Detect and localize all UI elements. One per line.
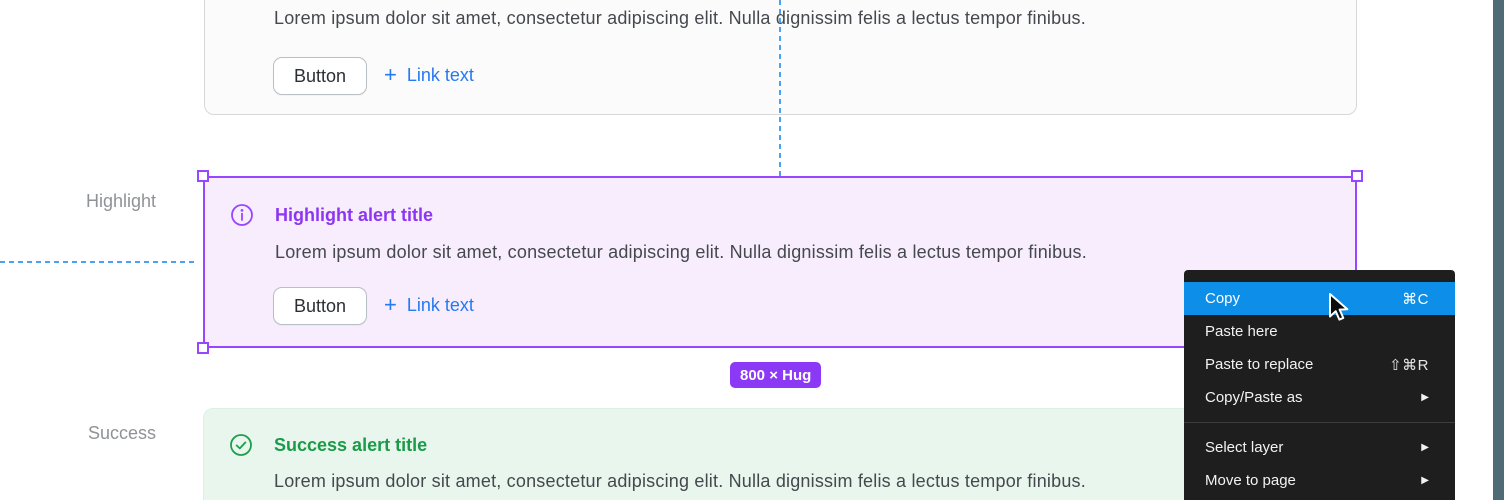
menu-item-copy-paste-as[interactable]: Copy/Paste as ▶ — [1184, 381, 1455, 414]
highlight-alert-body: Lorem ipsum dolor sit amet, consectetur … — [275, 242, 1087, 262]
selection-handle-top-left[interactable] — [197, 170, 209, 182]
default-alert-link[interactable]: + Link text — [384, 64, 474, 86]
success-alert-body: Lorem ipsum dolor sit amet, consectetur … — [274, 471, 1086, 491]
default-alert-button[interactable]: Button — [273, 57, 368, 95]
menu-item-label: Select layer — [1205, 439, 1284, 456]
menu-item-paste-to-replace[interactable]: Paste to replace ⇧⌘R — [1184, 348, 1455, 381]
check-circle-icon — [230, 434, 252, 456]
row-label-success: Success — [87, 423, 156, 443]
plus-icon: + — [384, 62, 397, 87]
submenu-arrow-icon: ▶ — [1421, 392, 1429, 403]
selection-handle-top-right[interactable] — [1351, 170, 1363, 182]
success-alert-card[interactable]: Success alert title Lorem ipsum dolor si… — [203, 408, 1357, 500]
link-text-label: Link text — [406, 64, 474, 85]
selection-handle-bottom-left[interactable] — [197, 342, 209, 354]
highlight-alert-link[interactable]: + Link text — [384, 294, 474, 316]
menu-item-label: Move to page — [1205, 472, 1296, 489]
right-edge-panel — [1493, 0, 1504, 500]
menu-item-move-to-page[interactable]: Move to page ▶ — [1184, 464, 1455, 497]
menu-item-label: Paste here — [1205, 323, 1278, 340]
menu-shortcut: ⌘C — [1402, 290, 1429, 308]
success-alert-title: Success alert title — [274, 435, 428, 455]
plus-icon: + — [384, 292, 397, 317]
menu-shortcut: ⇧⌘R — [1389, 356, 1429, 374]
mouse-cursor — [1329, 293, 1349, 321]
menu-item-paste-here[interactable]: Paste here — [1184, 315, 1455, 348]
menu-item-label: Copy — [1205, 290, 1241, 307]
menu-item-label: Copy/Paste as — [1205, 389, 1303, 406]
link-text-label: Link text — [406, 294, 474, 315]
menu-separator — [1184, 422, 1455, 423]
submenu-arrow-icon: ▶ — [1421, 442, 1429, 453]
context-menu: Copy ⌘C Paste here Paste to replace ⇧⌘R … — [1184, 270, 1455, 500]
highlight-alert-button[interactable]: Button — [273, 287, 368, 325]
vertical-guide-line — [779, 0, 781, 177]
submenu-arrow-icon: ▶ — [1421, 475, 1429, 486]
menu-item-label: Paste to replace — [1205, 356, 1314, 373]
horizontal-guide-line — [0, 261, 197, 263]
menu-item-select-layer[interactable]: Select layer ▶ — [1184, 431, 1455, 464]
row-label-highlight: Highlight — [85, 191, 156, 211]
info-icon — [231, 204, 253, 226]
menu-item-copy[interactable]: Copy ⌘C — [1184, 282, 1455, 315]
highlight-alert-card[interactable]: Highlight alert title Lorem ipsum dolor … — [203, 176, 1357, 348]
default-alert-body: Lorem ipsum dolor sit amet, consectetur … — [274, 8, 1086, 28]
highlight-alert-title: Highlight alert title — [275, 205, 434, 225]
selection-size-badge: 800 × Hug — [730, 362, 822, 388]
